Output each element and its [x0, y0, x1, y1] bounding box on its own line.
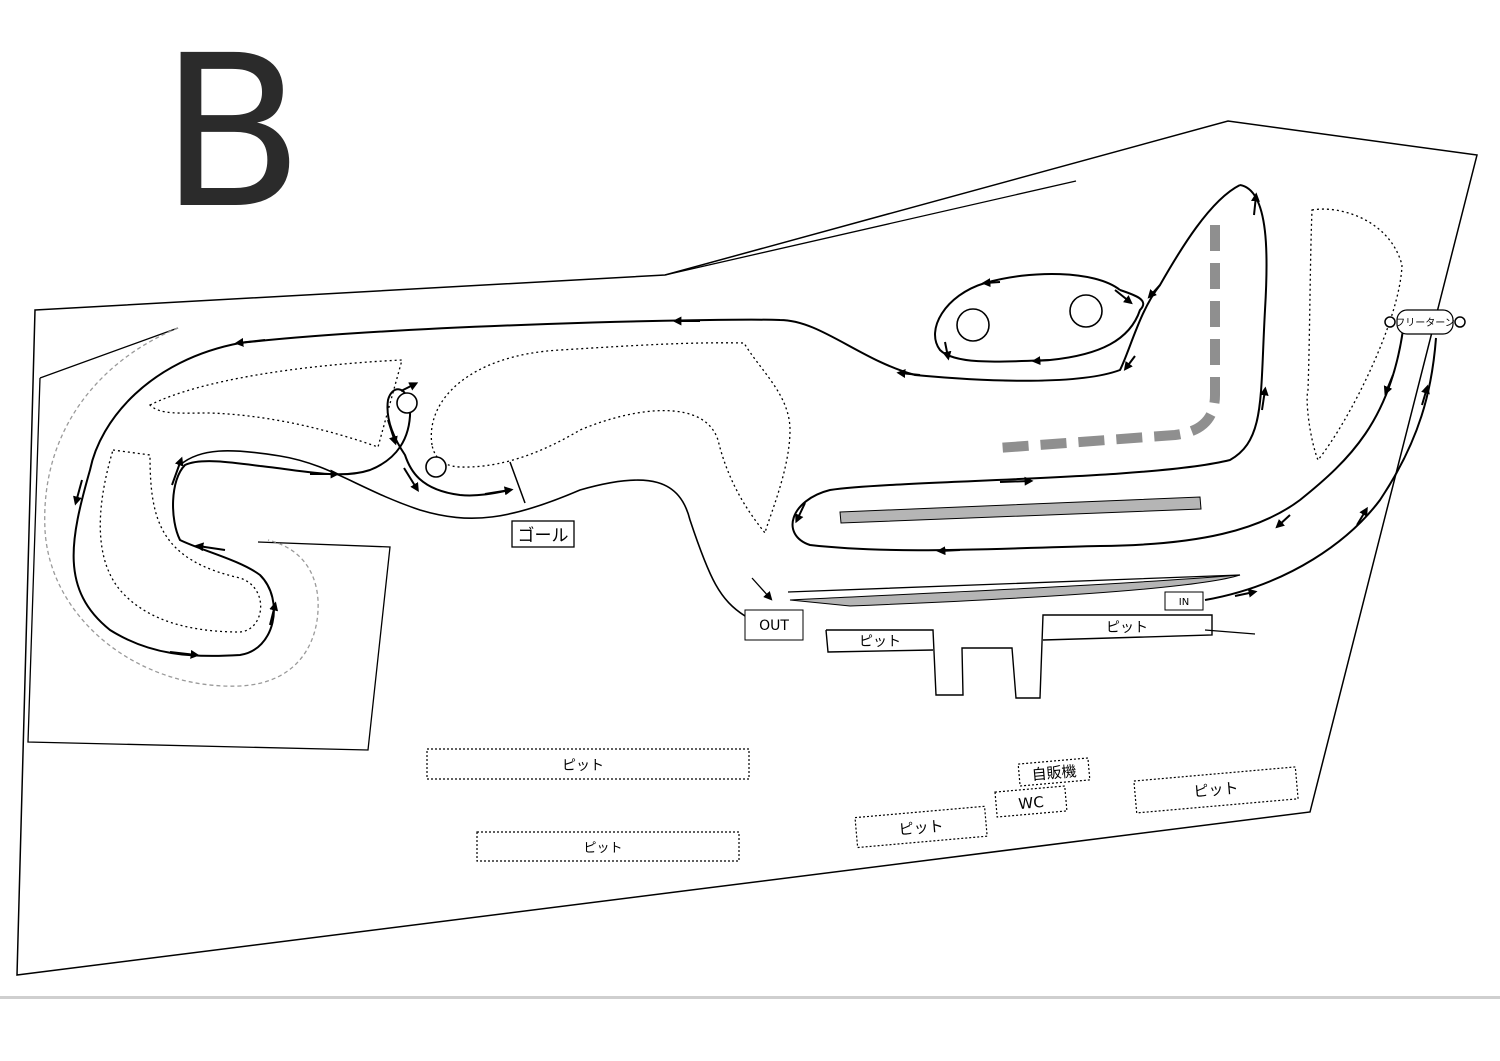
goal-label: ゴール	[518, 525, 569, 546]
dotted-infield-right	[1306, 208, 1403, 462]
arrow-icon	[795, 502, 806, 524]
vending-machine-label: 自販機	[1031, 762, 1077, 784]
arrow-icon	[936, 546, 961, 556]
gray-bar-infield	[839, 496, 1202, 524]
arrow-icon	[981, 278, 1001, 288]
arrow-icon	[1275, 514, 1291, 529]
arrow-icon	[194, 542, 226, 552]
out-pointer	[751, 577, 773, 601]
track-line-outer-s	[179, 450, 746, 617]
pit-area-3	[426, 748, 750, 780]
arrow-icon	[1234, 588, 1258, 598]
pit-area-5	[854, 805, 988, 849]
arrow-icon	[234, 337, 266, 347]
dotted-infield-upper	[148, 359, 403, 448]
arrow-icon	[171, 456, 184, 486]
track-line-right-exit	[1204, 337, 1437, 601]
arrow-icon	[1123, 355, 1136, 371]
pit-label-4: ピット	[583, 841, 622, 856]
track-line-inner-s	[259, 388, 511, 497]
arrow-icon	[1114, 289, 1133, 305]
bottom-rule	[0, 996, 1500, 999]
wc-area	[994, 785, 1068, 818]
pit-label-2: ピット	[1106, 620, 1148, 636]
pylon-circle-icon	[425, 456, 447, 478]
pylon-circle-icon	[1454, 316, 1466, 328]
pit-wall	[787, 574, 1256, 635]
pylon-circle-icon	[396, 392, 418, 414]
gray-dashed-boundary	[44, 327, 319, 687]
pit-label-1: ピット	[859, 634, 901, 650]
goal-box	[511, 520, 575, 548]
goal-line	[509, 461, 526, 504]
pylon-circle-icon	[956, 308, 990, 342]
in-box	[1164, 591, 1204, 611]
wc-label: WC	[1018, 793, 1045, 813]
arrow-icon	[1259, 386, 1269, 411]
pit-area-4	[476, 831, 740, 862]
dotted-infield-center	[430, 342, 791, 535]
track-line-oval	[934, 273, 1145, 363]
arrow-icon	[1250, 192, 1260, 216]
arrow-icon	[1383, 374, 1394, 396]
property-boundary	[16, 120, 1478, 976]
arrow-icon	[942, 341, 952, 361]
arrow-icon	[403, 467, 419, 493]
out-box	[744, 609, 804, 641]
arrow-icon	[999, 476, 1034, 486]
arrow-icon	[169, 649, 200, 659]
in-label: IN	[1179, 597, 1189, 608]
arrow-icon	[1031, 356, 1051, 366]
inner-boundary-line	[664, 180, 1077, 276]
pylon-circle-icon	[1384, 316, 1396, 328]
arrow-icon	[1147, 284, 1161, 299]
arrow-icon	[1356, 506, 1368, 526]
track-line-right-return	[1260, 338, 1403, 530]
pit-label-5: ピット	[898, 817, 944, 839]
vending-machine-area	[1017, 757, 1091, 787]
track-line-main	[72, 184, 1404, 657]
arrow-icon	[896, 369, 921, 379]
arrow-icon	[1421, 384, 1430, 406]
left-enclosure	[27, 327, 391, 751]
free-turn-label: フリーターン	[1395, 317, 1455, 329]
pit-area-6	[1133, 766, 1299, 814]
arrow-icon	[387, 419, 398, 446]
arrow-icon	[269, 601, 279, 626]
pit-building	[825, 614, 1213, 699]
pylon-circle-icon	[1069, 294, 1103, 328]
arrow-icon	[73, 479, 83, 506]
pit-label-3: ピット	[562, 758, 604, 774]
course-letter: B	[160, 10, 305, 255]
out-label: OUT	[759, 618, 789, 634]
arrow-icon	[484, 486, 514, 496]
direction-arrows	[73, 192, 1430, 659]
gray-dashed-marker	[997, 225, 1220, 453]
arrow-icon	[400, 382, 419, 392]
dotted-infield-left	[99, 449, 262, 633]
pit-label-6: ピット	[1193, 779, 1239, 801]
free-turn-box	[1396, 309, 1454, 335]
